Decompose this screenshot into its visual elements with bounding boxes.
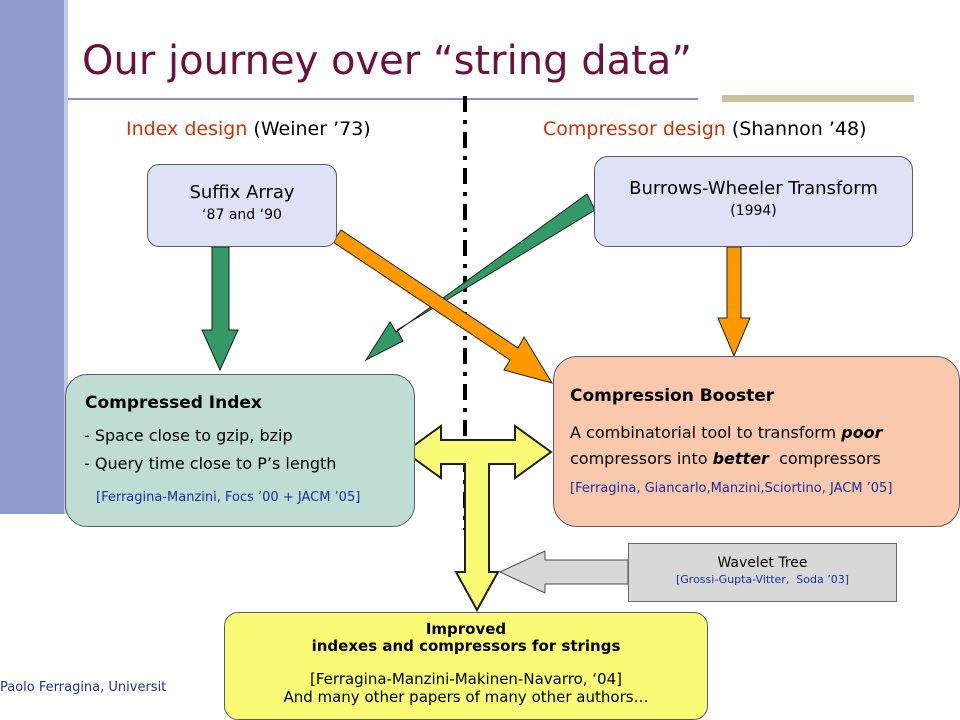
bwt-box: Burrows-Wheeler Transform (1994)	[594, 156, 913, 247]
compression-booster-line2: compressors into better compressors	[570, 449, 881, 468]
suffix-array-title: Suffix Array	[189, 182, 295, 203]
compressed-index-space: - Space close to gzip, bzip	[84, 426, 293, 445]
slide-title: Our journey over “string data”	[82, 38, 693, 84]
bwt-year: (1994)	[730, 203, 777, 219]
improved-subtitle: indexes and compressors for strings	[311, 637, 621, 655]
orange-arrow-suffix-to-booster	[332, 229, 554, 384]
index-design-header: Index design (Weiner ’73)	[126, 118, 371, 140]
wavelet-tree-reference: [Grossi-Gupta-Vitter, Soda ’03]	[675, 573, 850, 586]
booster-line2-text: compressors into	[570, 449, 713, 468]
compression-booster-box: Compression Booster A combinatorial tool…	[553, 356, 960, 527]
title-rule-accent	[722, 95, 914, 102]
index-design-rest: (Weiner ’73)	[247, 118, 371, 140]
improved-more-papers: And many other papers of many other auth…	[283, 688, 649, 706]
gray-arrow-wavelet	[498, 550, 629, 594]
compression-booster-reference: [Ferragina, Giancarlo,Manzini,Sciortino,…	[570, 481, 893, 496]
orange-arrow-bwt-to-booster	[717, 246, 751, 358]
compressed-index-title: Compressed Index	[85, 393, 262, 413]
suffix-array-box: Suffix Array ‘87 and ‘90	[147, 164, 337, 247]
suffix-array-years: ‘87 and ‘90	[202, 207, 282, 223]
compressed-index-box: Compressed Index - Space close to gzip, …	[65, 374, 415, 527]
compression-booster-title: Compression Booster	[570, 386, 775, 406]
bwt-title: Burrows-Wheeler Transform	[629, 178, 878, 199]
sidebar-band	[0, 0, 64, 514]
green-arrow-bwt-to-index	[364, 193, 596, 362]
compressor-design-rest: (Shannon ’48)	[725, 118, 867, 140]
title-rule	[68, 98, 698, 100]
sidebar-shadow	[64, 0, 68, 514]
yellow-double-arrow-to-improved	[403, 424, 553, 613]
index-design-accent: Index design	[126, 118, 248, 140]
compressor-design-accent: Compressor design	[543, 118, 726, 140]
wavelet-tree-title: Wavelet Tree	[717, 555, 808, 571]
green-arrow-suffix-to-index	[201, 246, 239, 372]
improved-reference: [Ferragina-Manzini-Makinen-Navarro, ‘04]	[309, 670, 622, 688]
compressed-index-query: - Query time close to P’s length	[84, 454, 337, 473]
wavelet-tree-box: Wavelet Tree [Grossi-Gupta-Vitter, Soda …	[628, 543, 897, 602]
compressed-index-reference: [Ferragina-Manzini, Focs ’00 + JACM ’05]	[96, 490, 361, 505]
booster-line1-text: A combinatorial tool to transform	[570, 423, 842, 442]
footer-author: Paolo Ferragina, Universit	[0, 680, 167, 695]
booster-line2-end: compressors	[768, 449, 881, 468]
improved-title: Improved	[425, 620, 507, 638]
improved-box: Improved indexes and compressors for str…	[224, 612, 708, 720]
compression-booster-line1: A combinatorial tool to transform poor	[570, 423, 883, 442]
booster-poor: poor	[841, 423, 883, 442]
compressor-design-header: Compressor design (Shannon ’48)	[543, 118, 866, 140]
booster-better: better	[712, 449, 769, 468]
